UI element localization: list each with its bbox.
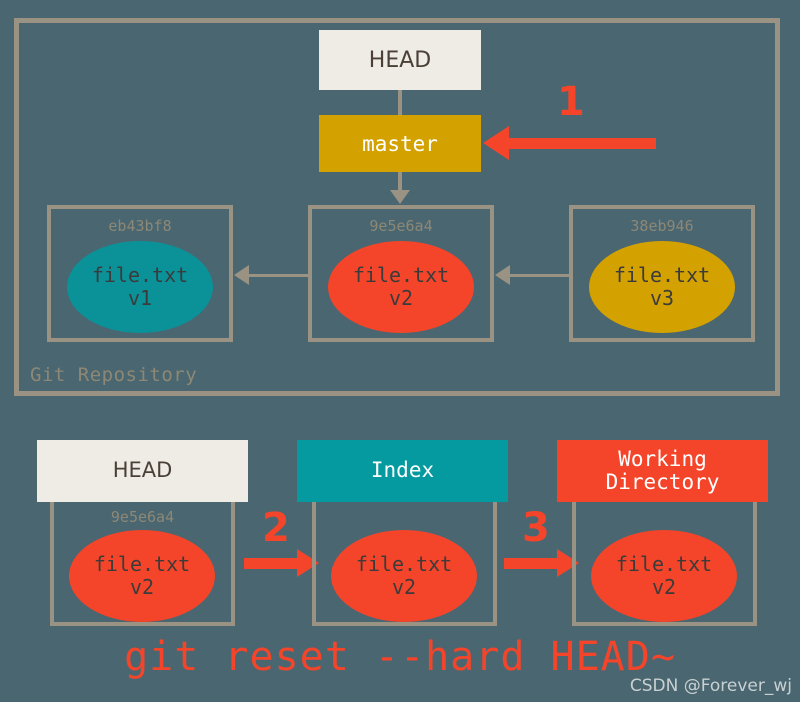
head-area-blob-version: v2 xyxy=(129,575,155,599)
head-pointer-box: HEAD xyxy=(319,30,481,90)
step-marker-1-arrow-head xyxy=(483,126,509,160)
working-directory-title-line1: Working xyxy=(618,446,707,471)
head-to-master-connector xyxy=(398,90,402,115)
working-directory-area-header: Working Directory xyxy=(557,440,768,502)
index-area-blob-version: v2 xyxy=(391,575,417,599)
head-area-blob: file.txt v2 xyxy=(69,530,215,622)
commit-blob-filename-v2: file.txt xyxy=(352,263,450,287)
index-area-blob: file.txt v2 xyxy=(331,530,477,622)
index-area-blob-filename: file.txt xyxy=(355,552,453,576)
commit-blob-filename-v3: file.txt xyxy=(613,263,711,287)
git-repository-frame xyxy=(14,18,780,396)
commit-hash-38eb946: 38eb946 xyxy=(630,217,694,235)
commit-blob-v1: file.txt v1 xyxy=(67,241,213,333)
watermark: CSDN @Forever_wj xyxy=(629,676,792,696)
head-pointer-label: HEAD xyxy=(368,47,432,73)
master-branch-label: master xyxy=(362,131,438,156)
git-repository-label: Git Repository xyxy=(30,364,198,386)
commit-box-38eb946: 38eb946 file.txt v3 xyxy=(569,205,755,342)
working-directory-blob-version: v2 xyxy=(651,575,677,599)
head-area-blob-filename: file.txt xyxy=(93,552,191,576)
index-area-header: Index xyxy=(297,440,508,502)
head-area-header: HEAD xyxy=(37,440,248,502)
commit-blob-v3: file.txt v3 xyxy=(589,241,735,333)
command-caption: git reset --hard HEAD~ xyxy=(124,634,676,680)
commit-hash-9e5e6a4: 9e5e6a4 xyxy=(369,217,433,235)
commit-blob-version-v1: v1 xyxy=(127,286,153,310)
step-marker-2-arrow-shaft xyxy=(244,558,299,569)
commit3-to-commit2-line xyxy=(509,274,569,277)
step-marker-3-arrow-shaft xyxy=(504,558,559,569)
master-branch-box: master xyxy=(319,115,481,172)
index-area-title: Index xyxy=(370,458,435,483)
step-marker-1-number: 1 xyxy=(557,79,585,125)
commit-blob-filename-v1: file.txt xyxy=(91,263,189,287)
commit2-to-commit1-line xyxy=(248,274,308,277)
head-area-hash: 9e5e6a4 xyxy=(110,508,175,526)
step-marker-3-number: 3 xyxy=(522,505,550,551)
commit-hash-eb43bf8: eb43bf8 xyxy=(108,217,172,235)
commit2-to-commit1-arrowhead xyxy=(234,265,249,285)
master-to-commit-arrowhead xyxy=(390,190,410,204)
commit3-to-commit2-arrowhead xyxy=(495,265,510,285)
commit-box-eb43bf8: eb43bf8 file.txt v1 xyxy=(47,205,233,342)
head-area-title: HEAD xyxy=(112,458,173,483)
working-directory-area-blob: file.txt v2 xyxy=(591,530,737,622)
commit-box-9e5e6a4: 9e5e6a4 file.txt v2 xyxy=(308,205,494,342)
step-marker-1-arrow-shaft xyxy=(509,138,656,149)
commit-blob-version-v2: v2 xyxy=(388,286,414,310)
step-marker-2-number: 2 xyxy=(262,505,290,551)
commit-blob-v2: file.txt v2 xyxy=(328,241,474,333)
working-directory-blob-filename: file.txt xyxy=(615,552,713,576)
working-directory-title-line2: Directory xyxy=(605,470,720,494)
commit-blob-version-v3: v3 xyxy=(649,286,675,310)
master-to-commit-connector xyxy=(398,172,402,194)
